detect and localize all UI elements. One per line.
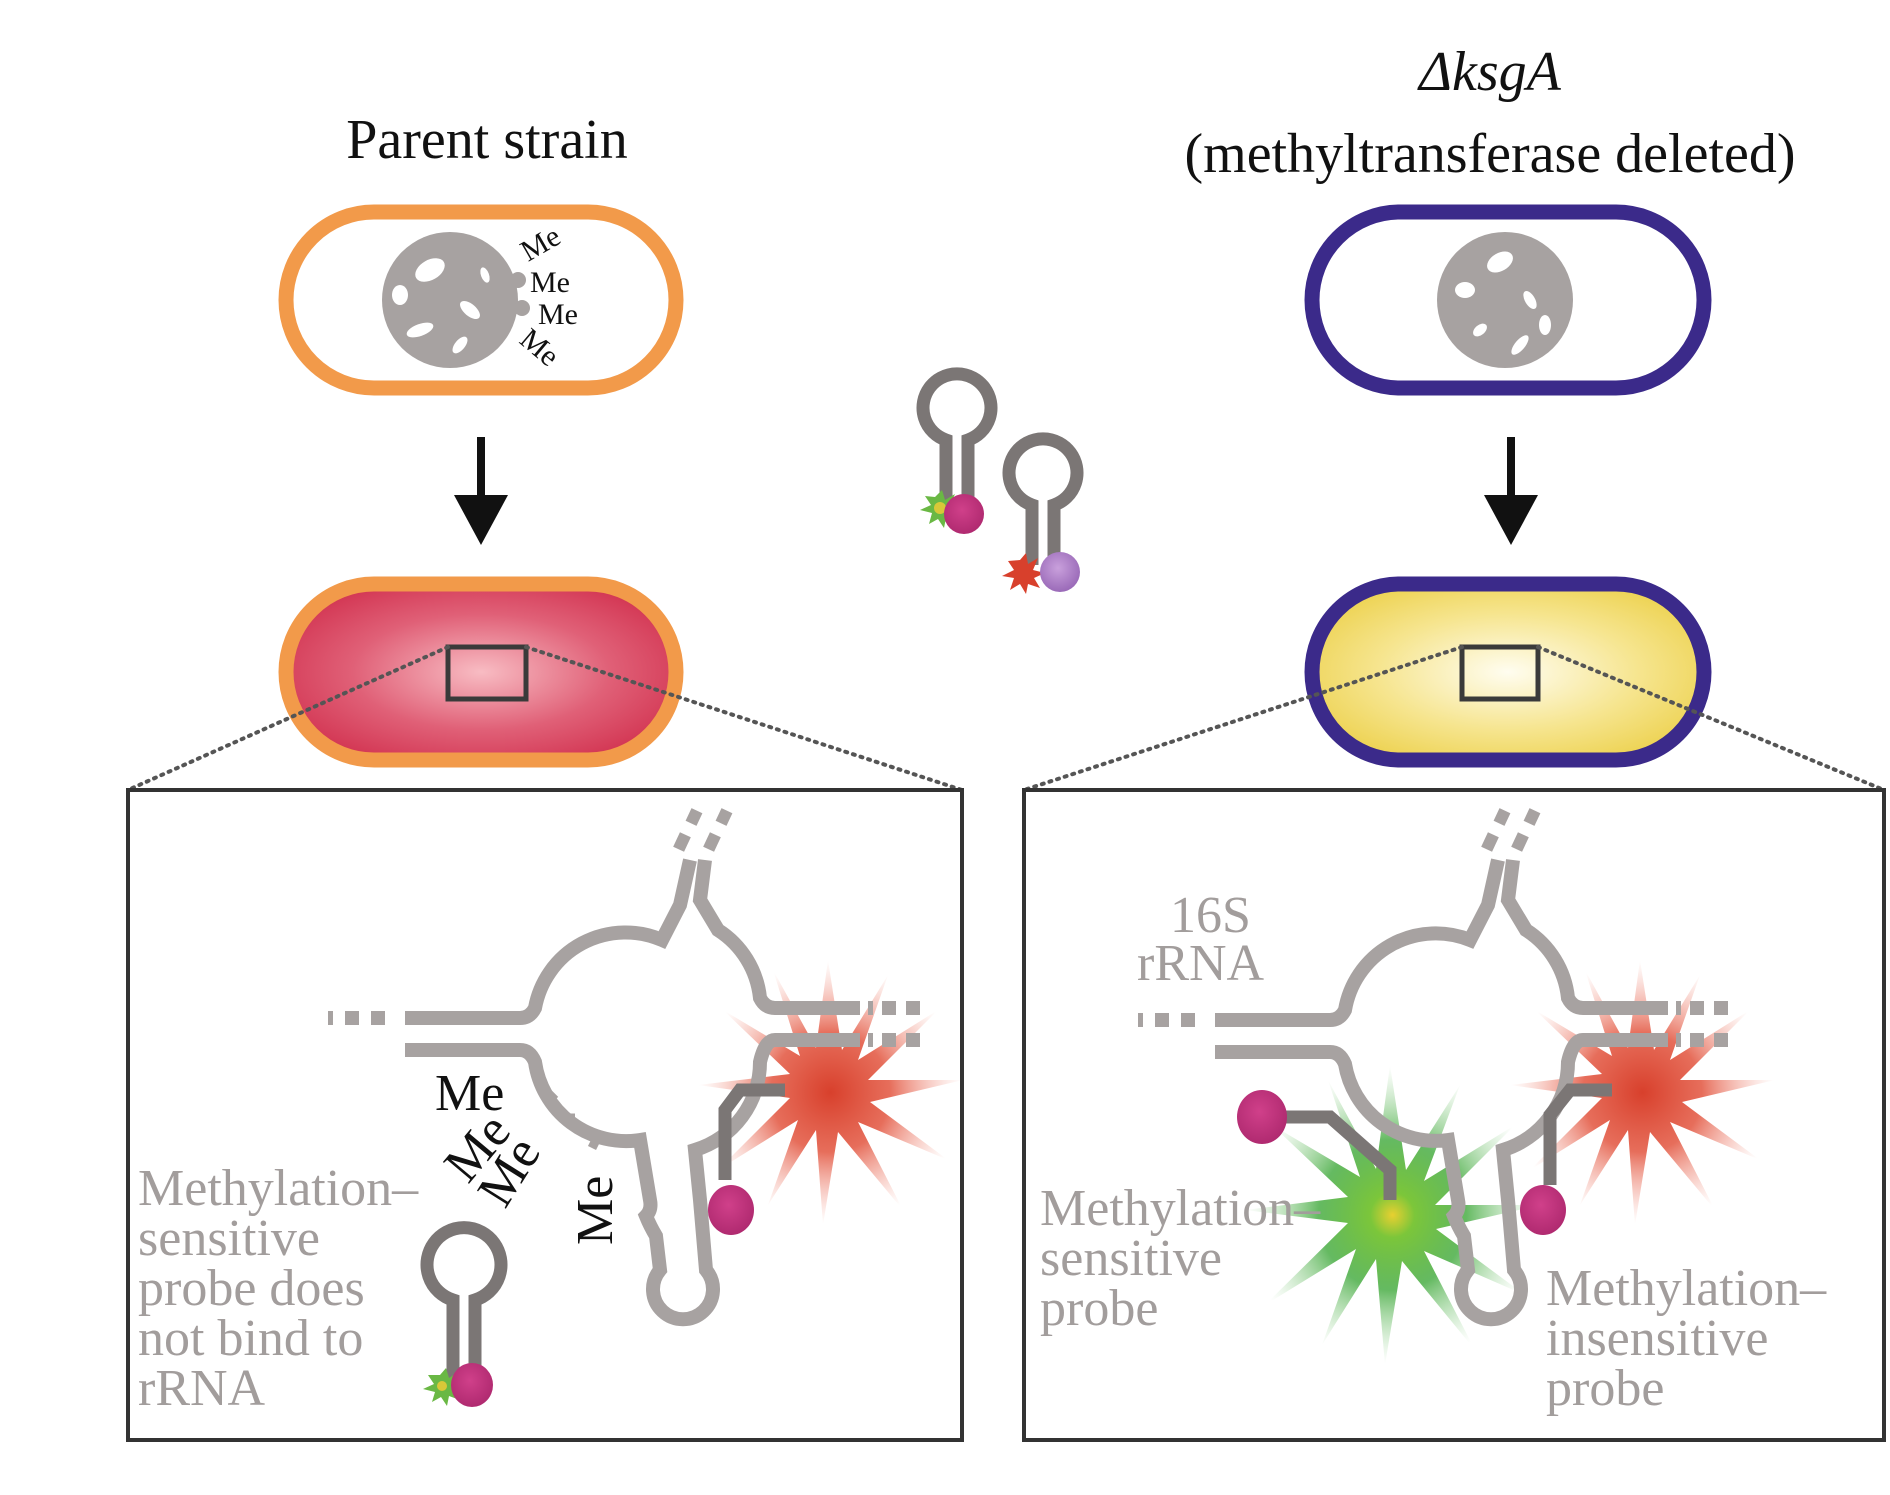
bound-insensitive-probe [1520, 1083, 1612, 1235]
zoom-line [1022, 645, 1464, 792]
methyl-label: Me [567, 1176, 624, 1245]
parent-strain-title: Parent strain [346, 109, 627, 171]
methyl-label: Me [538, 298, 578, 331]
label-line: probe [1546, 1360, 1664, 1417]
red-fluorescence-burst [698, 960, 963, 1225]
sensitive-probe-label: Methylation– sensitive probe [1040, 1180, 1321, 1337]
mutant-cell-stained [1304, 576, 1712, 768]
parent-cell-fluorescent [278, 576, 684, 768]
green-fluorescence-burst [1245, 1065, 1540, 1365]
unbound-probe-label: Methylation– sensitive probe does not bi… [138, 1160, 419, 1417]
label-line: 16S [1170, 887, 1251, 944]
quencher-icon [708, 1185, 754, 1235]
label-line: Methylation– [1040, 1180, 1321, 1237]
red-fluorescence-burst [1510, 960, 1775, 1225]
red-fluorophore-icon [1002, 553, 1045, 594]
zoom-line [524, 645, 964, 792]
zoom-line [126, 645, 450, 792]
quencher-icon [1237, 1090, 1287, 1144]
quencher-icon [1520, 1185, 1566, 1235]
zoom-line [1536, 645, 1886, 792]
free-probe-sensitive [916, 367, 998, 534]
mutant-cell-unstained [1304, 204, 1712, 396]
label-line: probe does [138, 1260, 365, 1317]
mutant-strain-title: ΔksgA [1417, 41, 1562, 103]
label-line: sensitive [138, 1210, 320, 1267]
free-probe-insensitive [1002, 432, 1084, 594]
label-line: sensitive [1040, 1230, 1222, 1287]
parent-cell-unstained: Me Me Me Me [278, 204, 684, 396]
mutant-cell-fluorescent [1304, 576, 1712, 768]
label-line: Methylation– [1546, 1260, 1827, 1317]
nucleoid-icon [382, 232, 530, 368]
bound-sensitive-probe [1237, 1090, 1397, 1200]
quencher-icon [944, 494, 984, 534]
down-arrow-icon [1484, 437, 1538, 545]
quencher-icon [1040, 552, 1080, 592]
parent-zoom-panel: Me Me Me Me Methylation– sensitive probe… [126, 788, 964, 1442]
mutant-zoom-panel: 16S rRNA Methylation– sensitive probe Me… [1022, 788, 1886, 1442]
quencher-icon [451, 1363, 493, 1407]
zoom-region-marker [1459, 644, 1541, 702]
down-arrow-icon [454, 437, 508, 545]
label-line: insensitive [1546, 1310, 1768, 1367]
rrna-label: 16S rRNA [1137, 887, 1265, 992]
mutant-strain-subtitle: (methyltransferase deleted) [1184, 123, 1795, 185]
insensitive-probe-label: Methylation– insensitive probe [1546, 1260, 1827, 1417]
label-line: rRNA [138, 1360, 266, 1417]
zoom-region-marker [445, 644, 529, 702]
bound-insensitive-probe [708, 1083, 785, 1235]
nucleoid-icon [1437, 232, 1573, 368]
rrna-structure [328, 808, 920, 1327]
label-line: probe [1040, 1280, 1158, 1337]
label-line: Methylation– [138, 1160, 419, 1217]
unbound-sensitive-probe [420, 1221, 508, 1407]
panel-frame [126, 788, 964, 1442]
label-line: not bind to [138, 1310, 363, 1367]
parent-cell-stained [278, 576, 684, 768]
methyl-label: Me [435, 1065, 504, 1122]
methyl-label: Me [530, 266, 570, 299]
label-line: rRNA [1137, 935, 1265, 992]
panel-frame [1022, 788, 1886, 1442]
